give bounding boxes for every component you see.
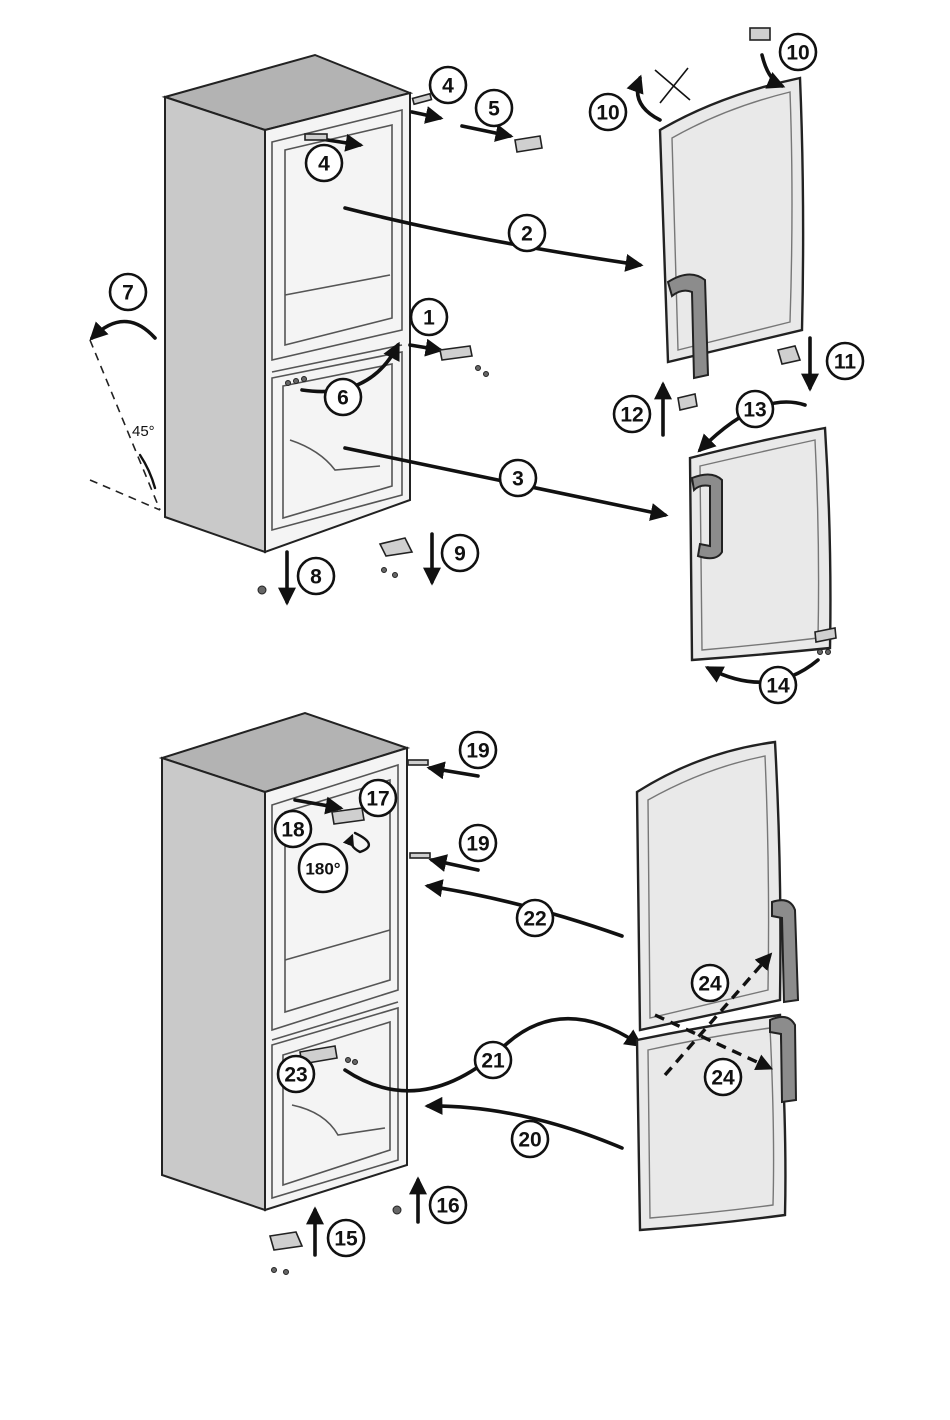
step-24a: 24 — [692, 965, 728, 1001]
step-8: 8 — [298, 558, 334, 594]
svg-text:10: 10 — [786, 42, 809, 65]
svg-text:11: 11 — [834, 351, 857, 374]
step-14: 14 — [760, 667, 796, 703]
step-4b: 4 — [306, 145, 342, 181]
bottom-hinge-part — [270, 1232, 302, 1250]
svg-text:20: 20 — [518, 1129, 541, 1152]
svg-text:7: 7 — [122, 282, 134, 305]
step-16: 16 — [430, 1187, 466, 1223]
step-17: 17 — [360, 780, 396, 816]
svg-text:16: 16 — [436, 1195, 459, 1218]
svg-text:1: 1 — [423, 307, 435, 330]
top-cover-part — [305, 134, 327, 140]
svg-text:10: 10 — [596, 102, 619, 125]
svg-text:4: 4 — [318, 153, 330, 176]
svg-text:3: 3 — [512, 468, 524, 491]
top-hinge-part — [515, 136, 542, 152]
step-10b: 10 — [780, 34, 816, 70]
step-23: 23 — [278, 1056, 314, 1092]
fridge-top-figure: 45° — [90, 28, 836, 682]
step-1: 1 — [411, 299, 447, 335]
step-10a: 10 — [590, 94, 626, 130]
svg-text:24: 24 — [711, 1067, 735, 1090]
svg-text:8: 8 — [310, 566, 322, 589]
svg-text:6: 6 — [337, 387, 349, 410]
svg-text:5: 5 — [488, 98, 500, 121]
step-9: 9 — [442, 535, 478, 571]
step-7: 7 — [110, 274, 146, 310]
svg-text:4: 4 — [442, 75, 454, 98]
step-15: 15 — [328, 1220, 364, 1256]
step-21: 21 — [475, 1042, 511, 1078]
svg-text:2: 2 — [521, 223, 533, 246]
svg-text:13: 13 — [743, 399, 766, 422]
step-19a: 19 — [460, 732, 496, 768]
cabinet-side — [165, 97, 265, 552]
step-12: 12 — [614, 396, 650, 432]
tilt-angle-label: 45° — [132, 423, 155, 440]
upper-door — [660, 78, 803, 362]
door-cap-part — [750, 28, 770, 40]
svg-text:180°: 180° — [305, 860, 340, 879]
rotation-label: 180° — [299, 844, 347, 892]
step-24b: 24 — [705, 1059, 741, 1095]
svg-text:24: 24 — [698, 973, 722, 996]
step-18: 18 — [275, 811, 311, 847]
cabinet-side — [162, 758, 265, 1210]
svg-text:19: 19 — [466, 740, 489, 763]
step-3: 3 — [500, 460, 536, 496]
svg-text:22: 22 — [523, 908, 546, 931]
svg-text:21: 21 — [481, 1050, 505, 1073]
step-20: 20 — [512, 1121, 548, 1157]
svg-text:19: 19 — [466, 833, 489, 856]
svg-text:14: 14 — [766, 675, 790, 698]
step-11: 11 — [827, 343, 863, 379]
svg-text:18: 18 — [281, 819, 305, 842]
svg-text:23: 23 — [284, 1064, 307, 1087]
bottom-hinge-part — [380, 538, 412, 556]
svg-text:12: 12 — [620, 404, 643, 427]
step-19b: 19 — [460, 825, 496, 861]
step-13: 13 — [737, 391, 773, 427]
svg-text:9: 9 — [454, 543, 466, 566]
svg-text:17: 17 — [366, 788, 389, 811]
svg-text:15: 15 — [334, 1228, 358, 1251]
step-6: 6 — [325, 379, 361, 415]
step-22: 22 — [517, 900, 553, 936]
middle-hinge-part — [440, 346, 472, 360]
tilt-arrow — [92, 322, 155, 339]
foot-screw — [393, 1206, 401, 1214]
step-5: 5 — [476, 90, 512, 126]
step-4a: 4 — [430, 67, 466, 103]
step-2: 2 — [509, 215, 545, 251]
foot-screw — [258, 586, 266, 594]
